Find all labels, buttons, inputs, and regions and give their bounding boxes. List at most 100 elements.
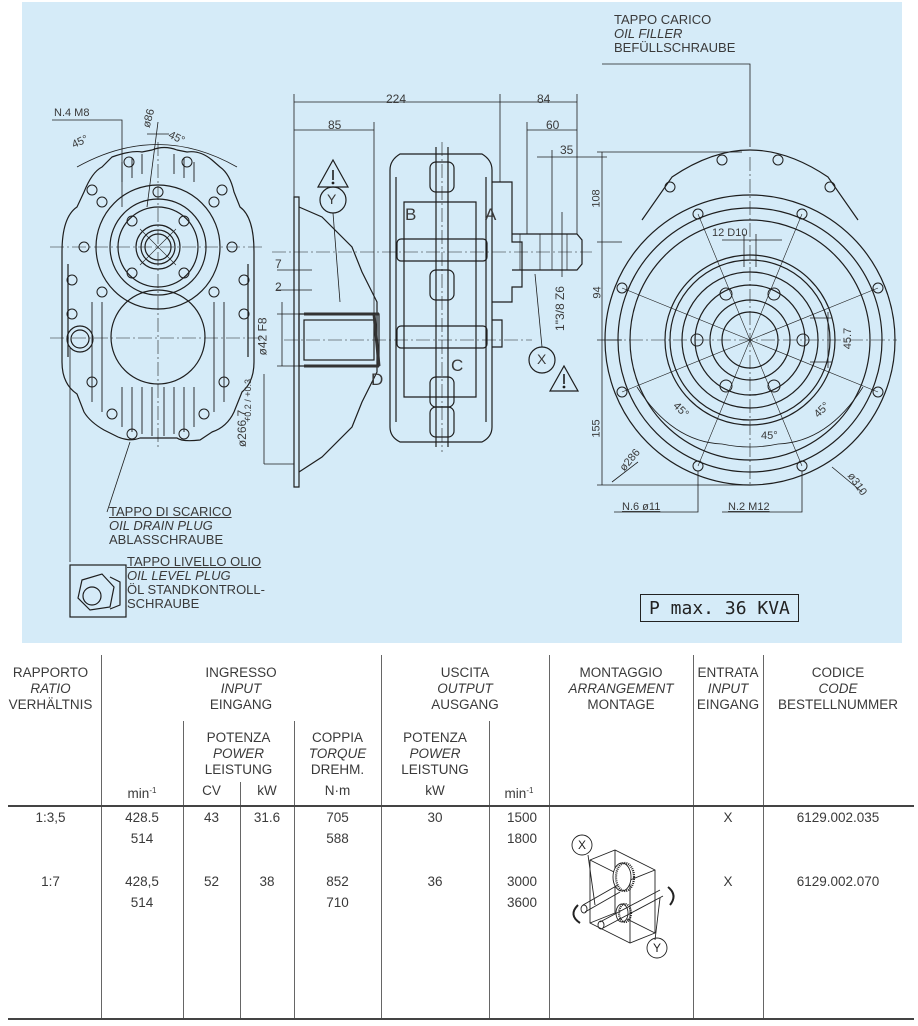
- row1-ratio: 1:3,5: [35, 810, 66, 825]
- row2-out-speed-b: 3600: [506, 895, 537, 910]
- dim-7: 7: [275, 257, 282, 271]
- header-code-de: BESTELLNUMMER: [777, 697, 899, 712]
- unit-in-speed: min-1: [101, 783, 183, 802]
- row2-in-speed-b: 514: [130, 895, 154, 910]
- unit-nm: N·m: [324, 783, 351, 798]
- header-entry-en: INPUT: [707, 681, 749, 696]
- row1-in-speed-b: 514: [130, 831, 154, 846]
- dim-key-12: 12 D10: [712, 227, 748, 239]
- header-ratio: RAPPORTO RATIO VERHÄLTNIS: [0, 665, 101, 713]
- oil-drain-label-it: TAPPO DI SCARICO: [109, 504, 232, 519]
- subheader-in-torque-it: COPPIA: [311, 730, 363, 745]
- row1-cv: 43: [203, 810, 220, 825]
- row2-torque-a: 852: [326, 874, 349, 889]
- row2-cv: 52: [203, 874, 220, 889]
- header-output-it: USCITA: [440, 665, 490, 680]
- arrangement-marker-x: X: [578, 838, 586, 852]
- rear-view-flange: [597, 63, 897, 513]
- row1-out-speed-b: 1800: [506, 831, 537, 846]
- oil-level-plug-icon: [69, 564, 127, 618]
- header-input-de: EINGANG: [209, 697, 273, 712]
- dim-224: 224: [386, 92, 407, 106]
- subheader-in-power-it: POTENZA: [206, 730, 271, 745]
- header-entry-it: ENTRATA: [697, 665, 759, 680]
- power-max-label: P max. 36 KVA: [640, 594, 799, 622]
- dim-94: 94: [591, 286, 604, 299]
- dim-spline: 1"3/8 Z6: [552, 286, 567, 331]
- marker-x: X: [537, 351, 547, 367]
- oil-filler-label-en: OIL FILLER: [614, 26, 683, 41]
- unit-out-speed: min-1: [489, 783, 549, 802]
- dim-bolts-front: N.4 M8: [54, 107, 90, 119]
- row1-out-kw: 30: [427, 810, 443, 825]
- header-arrangement-en: ARRANGEMENT: [568, 681, 674, 696]
- header-entry: ENTRATA INPUT EINGANG: [693, 665, 763, 713]
- dim-155: 155: [590, 419, 603, 438]
- row1-torque-b: 588: [326, 831, 349, 846]
- row1-code: 6129.002.035: [796, 810, 880, 825]
- header-input-it: INGRESSO: [205, 665, 277, 680]
- header-arrangement-it: MONTAGGIO: [579, 665, 663, 680]
- row2-entry: X: [723, 874, 733, 889]
- spec-table: RAPPORTO RATIO VERHÄLTNIS INGRESSO INPUT…: [0, 655, 918, 1026]
- row1-entry: X: [723, 810, 733, 825]
- dim-84: 84: [537, 92, 551, 106]
- header-input-en: INPUT: [220, 681, 262, 696]
- dim-holes-n2: N.2 M12: [728, 501, 770, 513]
- header-output: USCITA OUTPUT AUSGANG: [381, 665, 549, 713]
- header-entry-de: EINGANG: [696, 697, 760, 712]
- header-output-en: OUTPUT: [437, 681, 493, 696]
- subheader-out-power-de: LEISTUNG: [401, 762, 469, 777]
- arrangement-marker-y: Y: [653, 941, 661, 955]
- row2-in-speed-a: 428,5: [125, 874, 159, 889]
- marker-b: B: [405, 205, 417, 224]
- header-ratio-de: VERHÄLTNIS: [8, 697, 93, 712]
- dim-2: 2: [275, 280, 282, 294]
- subheader-in-torque-de: DREHM.: [310, 762, 365, 777]
- subheader-in-torque-en: TORQUE: [308, 746, 367, 761]
- row2-kw: 38: [259, 874, 275, 889]
- oil-level-label-it: TAPPO LIVELLO OLIO: [127, 554, 262, 569]
- row2-out-kw: 36: [427, 874, 443, 889]
- marker-a: A: [485, 205, 497, 224]
- oil-level-label-de1: ÖL STANDKONTROLL-: [127, 582, 265, 597]
- row2-ratio: 1:7: [41, 874, 60, 889]
- header-output-de: AUSGANG: [431, 697, 499, 712]
- dim-bore-42: ø42 F8: [255, 317, 270, 356]
- oil-level-label-de2: SCHRAUBE: [127, 596, 200, 611]
- header-input: INGRESSO INPUT EINGANG: [101, 665, 381, 713]
- oil-filler-label-it: TAPPO CARICO: [614, 12, 712, 27]
- marker-c: C: [451, 356, 464, 375]
- dim-angle-c: 45°: [761, 430, 778, 442]
- dim-key-45-7: 45.7: [842, 327, 855, 350]
- row1-torque-a: 705: [326, 810, 349, 825]
- row2-out-speed-a: 3000: [506, 874, 537, 889]
- side-view-housing: [263, 94, 607, 488]
- row2-torque-b: 710: [326, 895, 349, 910]
- dim-holes-n6: N.6 ø11: [622, 501, 661, 513]
- drawing-lines: [50, 63, 897, 618]
- unit-in-speed-exp: -1: [149, 786, 157, 795]
- oil-drain-label-de: ABLASSCHRAUBE: [109, 532, 224, 547]
- subheader-in-power: POTENZA POWER LEISTUNG: [183, 730, 294, 778]
- oil-level-label-en: OIL LEVEL PLUG: [127, 568, 231, 583]
- front-view-housing: [50, 119, 262, 562]
- row1-kw: 31.6: [253, 810, 281, 825]
- row1-out-speed-a: 1500: [506, 810, 537, 825]
- arrangement-diagram-icon: X Y: [571, 834, 675, 959]
- unit-in-speed-base: min: [127, 786, 150, 801]
- dim-35: 35: [560, 143, 574, 157]
- header-code: CODICE CODE BESTELLNUMMER: [763, 665, 913, 713]
- subheader-out-power: POTENZA POWER LEISTUNG: [381, 730, 489, 778]
- marker-y: Y: [327, 191, 337, 207]
- header-arrangement-de: MONTAGE: [587, 697, 655, 712]
- header-ratio-en: RATIO: [30, 681, 71, 696]
- dim-60: 60: [546, 118, 560, 132]
- header-arrangement: MONTAGGIO ARRANGEMENT MONTAGE: [549, 665, 693, 713]
- header-code-it: CODICE: [811, 665, 865, 680]
- dim-108: 108: [590, 189, 603, 208]
- row2-code: 6129.002.070: [796, 874, 880, 889]
- unit-out-speed-base: min: [504, 786, 527, 801]
- subheader-in-power-en: POWER: [212, 746, 264, 761]
- subheader-in-power-de: LEISTUNG: [204, 762, 273, 777]
